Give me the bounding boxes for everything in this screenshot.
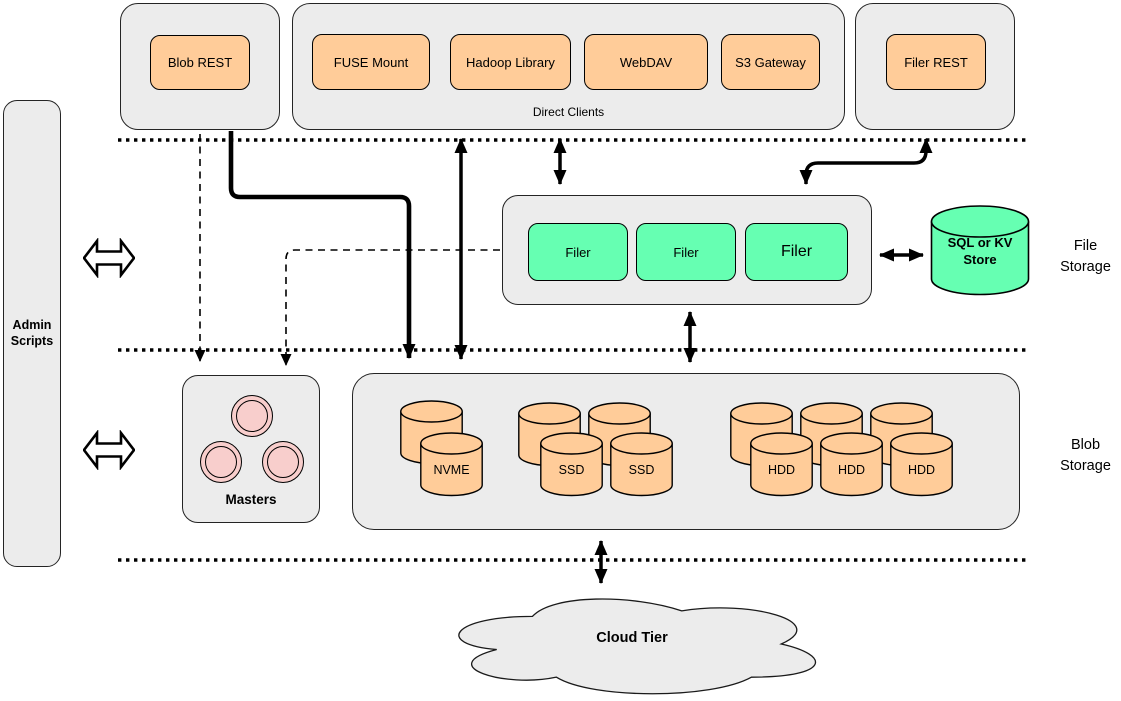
admin-blob-tier-double-arrow-icon	[83, 430, 135, 470]
fuse-mount-node: FUSE Mount	[312, 34, 430, 90]
blob-storage-tier-label: Blob Storage	[1060, 437, 1111, 475]
cloud-icon	[458, 598, 817, 695]
ssd-label: SSD	[558, 463, 585, 477]
cloud-tier-shape: Cloud Tier	[433, 588, 831, 700]
nvme-volume-cylinder: NVME	[420, 432, 483, 498]
direct-clients-container: FUSE Mount Hadoop Library WebDAV S3 Gate…	[292, 3, 845, 130]
database-icon	[930, 205, 1030, 296]
admin-scripts-panel: Admin Scripts	[3, 100, 61, 567]
s3-gateway-node: S3 Gateway	[721, 34, 820, 90]
admin-file-tier-double-arrow-icon	[83, 238, 135, 278]
direct-clients-caption: Direct Clients	[532, 105, 605, 119]
masters-label: Masters	[225, 492, 277, 507]
filer-rest-node: Filer REST	[886, 34, 986, 90]
edge-filer-masters-dashed	[280, 249, 500, 366]
masters-container: Masters	[182, 375, 320, 523]
ssd-label: SSD	[628, 463, 655, 477]
hdd-label: HDD	[907, 463, 936, 477]
filer-rest-container: Filer REST	[855, 3, 1015, 130]
webdav-node: WebDAV	[584, 34, 708, 90]
edge-blobrest-blobstorage	[228, 131, 416, 359]
nvme-label: NVME	[433, 463, 470, 477]
file-storage-tier-label: File Storage	[1060, 238, 1111, 276]
filer-node-1: Filer	[528, 223, 628, 281]
hdd-label: HDD	[767, 463, 796, 477]
blob-rest-node: Blob REST	[150, 35, 250, 90]
ssd-volume-cylinder: SSD	[610, 432, 673, 498]
edge-filerrest-filer	[799, 138, 933, 185]
filer-node-3: Filer	[745, 223, 848, 281]
ssd-volume-cylinder: SSD	[540, 432, 603, 498]
master-node-3	[262, 441, 304, 483]
hdd-volume-cylinder: HDD	[750, 432, 813, 498]
blob-rest-container: Blob REST	[120, 3, 280, 130]
hadoop-library-node: Hadoop Library	[450, 34, 571, 90]
master-node-1	[231, 395, 273, 437]
filer-cluster-container: Filer Filer Filer	[502, 195, 872, 305]
sql-kv-store-cylinder: SQL or KV Store	[930, 205, 1030, 297]
filer-node-2: Filer	[636, 223, 736, 281]
hdd-label: HDD	[837, 463, 866, 477]
cloud-tier-label: Cloud Tier	[596, 630, 668, 646]
hdd-volume-cylinder: HDD	[890, 432, 953, 498]
master-node-2	[200, 441, 242, 483]
sql-kv-store-label: SQL or KV Store	[947, 235, 1013, 267]
hdd-volume-cylinder: HDD	[820, 432, 883, 498]
